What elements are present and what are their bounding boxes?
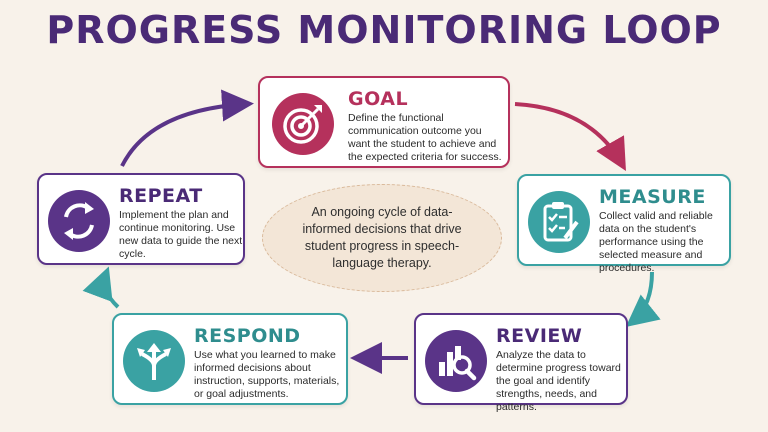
bar-chart-magnifier-icon — [425, 330, 487, 392]
cycle-arrows-icon — [48, 190, 110, 252]
repeat-heading: REPEAT — [119, 185, 203, 207]
goal-heading: GOAL — [348, 88, 409, 110]
measure-heading: MEASURE — [599, 186, 706, 208]
review-description: Analyze the data to determine progress t… — [496, 349, 621, 413]
respond-heading: RESPOND — [194, 325, 301, 347]
respond-description: Use what you learned to make informed de… — [194, 349, 340, 400]
page-title: PROGRESS MONITORING LOOP — [46, 8, 722, 52]
arrow-respond-to-repeat — [82, 266, 120, 309]
target-icon — [272, 93, 334, 155]
repeat-card: REPEAT Implement the plan and continue m… — [37, 173, 245, 265]
diverging-arrows-icon — [123, 330, 185, 392]
clipboard-checklist-icon — [528, 191, 590, 253]
measure-description: Collect valid and reliable data on the s… — [599, 210, 713, 274]
review-card: REVIEW Analyze the data to determine pro… — [414, 313, 628, 413]
goal-card: GOAL Define the functional communication… — [258, 76, 510, 168]
arrow-goal-to-measure — [514, 102, 626, 171]
goal-description: Define the functional communication outc… — [348, 112, 502, 163]
repeat-description: Implement the plan and continue monitori… — [119, 209, 243, 260]
review-heading: REVIEW — [496, 325, 583, 347]
arrow-measure-to-review — [625, 271, 661, 328]
measure-card: MEASURE Collect valid and reliable data … — [517, 174, 731, 274]
center-summary: An ongoing cycle of data-informed decisi… — [262, 184, 502, 292]
respond-card: RESPOND Use what you learned to make inf… — [112, 313, 348, 405]
arrow-repeat-to-goal — [120, 89, 254, 167]
center-summary-text: An ongoing cycle of data-informed decisi… — [302, 205, 462, 270]
